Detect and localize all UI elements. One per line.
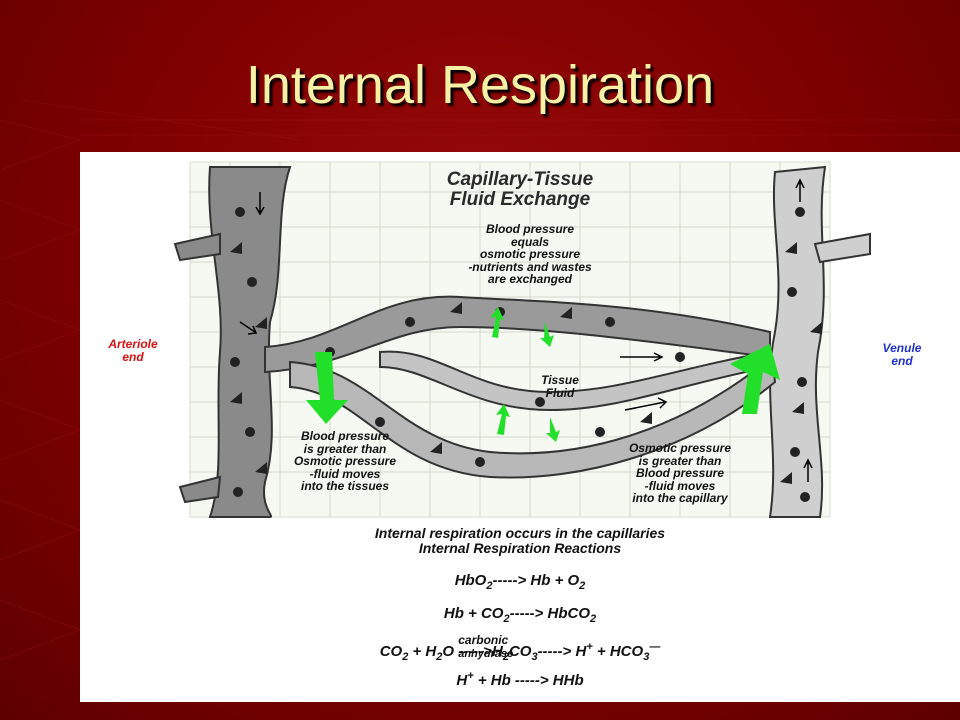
- note-line: -nutrients and wastes: [468, 259, 592, 274]
- arteriole-label: Arteriole end: [98, 338, 168, 363]
- green-arrow-left: [306, 352, 348, 424]
- note-line: is greater than: [638, 453, 722, 468]
- caption-line: Internal Respiration Reactions: [418, 539, 622, 556]
- eq-term: Hb + CO: [443, 605, 504, 622]
- note-line: Osmotic pressure: [293, 454, 397, 469]
- note-line: is greater than: [303, 441, 387, 456]
- eq-term: + Hb -----> HHb: [477, 672, 584, 689]
- equation-2: Hb + CO2-----> HbCO2: [80, 605, 960, 625]
- eq-subscript: 2: [402, 651, 409, 663]
- blood-cells: [230, 207, 822, 502]
- slide-title: Internal Respiration: [245, 55, 715, 115]
- eq-arrow: ----->: [492, 572, 527, 589]
- note-line: into the capillary: [632, 491, 728, 506]
- arteriole-label-line: end: [122, 349, 144, 364]
- enzyme-top: carbonic: [458, 633, 509, 647]
- diagram-figure: Arteriole end Venule end Capillary-Tissu…: [80, 152, 960, 702]
- eq-term: O: [442, 643, 455, 660]
- diagram-title-line: Fluid Exchange: [449, 188, 591, 210]
- eq-subscript: 2: [502, 651, 509, 663]
- eq-subscript: 2: [503, 613, 510, 625]
- note-line: equals: [510, 234, 549, 249]
- venule-vessel: [768, 165, 827, 518]
- note-line: -fluid moves: [644, 478, 716, 493]
- note-line: Blood pressure: [300, 429, 390, 443]
- diagram-title: Capillary-Tissue Fluid Exchange: [380, 170, 660, 210]
- note-line: Osmotic pressure: [628, 441, 732, 455]
- eq-superscript: —: [649, 641, 661, 653]
- left-note: Blood pressure is greater than Osmotic p…: [250, 430, 440, 493]
- equation-4: H+ + Hb -----> HHb: [80, 670, 960, 689]
- note-line: -fluid moves: [309, 466, 381, 481]
- eq-arrow: -----> H: [537, 643, 587, 660]
- venule-label-line: end: [891, 353, 913, 368]
- eq-superscript: +: [467, 670, 474, 682]
- eq-arrow: ----->: [458, 643, 492, 660]
- eq-superscript: +: [586, 641, 593, 653]
- eq-subscript: 2: [590, 613, 597, 625]
- note-line: Blood pressure: [485, 222, 575, 236]
- eq-term: + H: [412, 643, 437, 660]
- note-line: are exchanged: [487, 272, 573, 287]
- eq-subscript: 3: [531, 651, 538, 663]
- enzyme-bottom: anhydrase: [458, 648, 514, 660]
- eq-subscript: 2: [436, 651, 443, 663]
- note-line: into the tissues: [300, 479, 389, 494]
- tissue-fluid-line: Tissue: [541, 373, 579, 387]
- venule-label: Venule end: [862, 342, 942, 367]
- tissue-fluid-label: Tissue Fluid: [525, 374, 595, 399]
- eq-subscript: 2: [579, 580, 586, 592]
- tissue-fluid-line: Fluid: [545, 385, 575, 400]
- eq-subscript: 2: [486, 580, 493, 592]
- eq-arrow: ----->: [509, 605, 544, 622]
- note-line: osmotic pressure: [479, 247, 581, 262]
- caption-line: Internal respiration occurs in the capil…: [374, 525, 666, 541]
- eq-term: H: [491, 643, 503, 660]
- eq-term: + HCO: [596, 643, 644, 660]
- eq-term: CO: [379, 643, 403, 660]
- diagram-title-line: Capillary-Tissue: [446, 169, 594, 190]
- arteriole-vessel: [208, 166, 292, 518]
- top-note: Blood pressure equals osmotic pressure -…: [410, 223, 650, 286]
- eq-term: Hb + O: [530, 572, 580, 589]
- eq-term: H: [456, 672, 468, 689]
- eq-term: HbO: [454, 572, 487, 589]
- green-arrow-right: [720, 344, 780, 414]
- eq-term: CO: [508, 643, 532, 660]
- eq-term: HbCO: [547, 605, 591, 622]
- capillary-diagram: [173, 161, 871, 518]
- right-note: Osmotic pressure is greater than Blood p…: [580, 442, 780, 505]
- arteriole-label-line: Arteriole: [108, 337, 158, 351]
- eq-subscript: 3: [643, 651, 650, 663]
- note-line: Blood pressure: [635, 466, 725, 481]
- venule-label-line: Venule: [882, 341, 922, 355]
- caption-heading: Internal respiration occurs in the capil…: [230, 526, 810, 555]
- equation-1: HbO2-----> Hb + O2: [80, 572, 960, 592]
